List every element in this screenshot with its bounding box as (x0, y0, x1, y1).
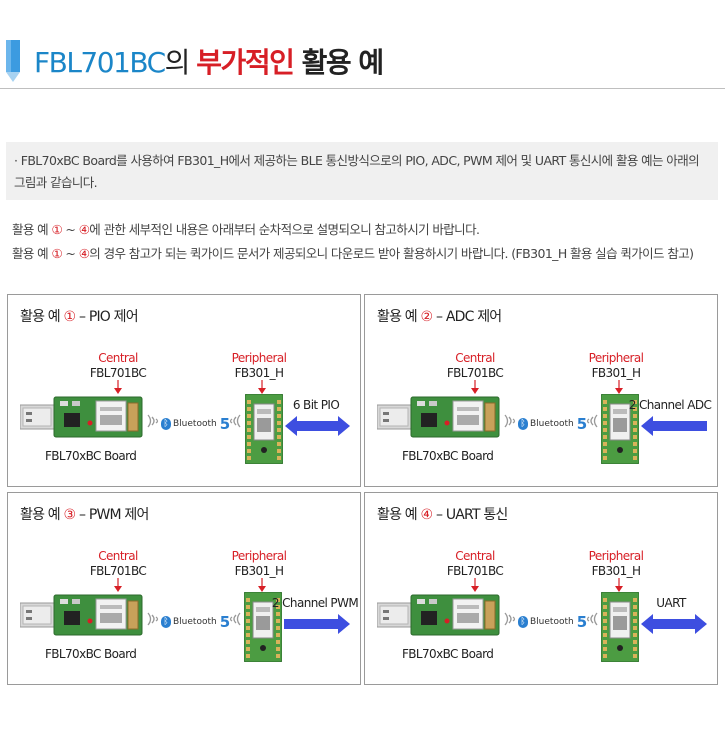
description-line-1: 활용 예 ① ~ ④에 관한 세부적인 내용은 아래부터 순차적으로 설명되오니… (12, 222, 480, 237)
central-model: FBL701BC (89, 564, 147, 578)
peripheral-model: FB301_H (591, 366, 641, 380)
description-line-2: 활용 예 ① ~ ④의 경우 참고가 되는 퀵가이드 문서가 제공되오니 다운로… (12, 246, 694, 261)
fbl70xbc-board-image (377, 396, 500, 438)
bluetooth-text: Bluetooth (530, 616, 574, 627)
peripheral-model: FB301_H (591, 564, 641, 578)
fb301-h-module-image (601, 394, 639, 464)
interface-label: 2 Channel PWM (271, 596, 359, 610)
board-label: FBL70xBC Board (45, 449, 137, 463)
title-particle: 의 (164, 46, 197, 79)
wireless-waves (504, 414, 598, 428)
central-label: Central (455, 351, 495, 365)
board-label: FBL70xBC Board (402, 449, 494, 463)
fbl70xbc-board-image (377, 594, 500, 636)
central-model: FBL701BC (446, 564, 504, 578)
peripheral-label: Peripheral (588, 351, 644, 365)
bluetooth-text: Bluetooth (173, 418, 217, 429)
panel-title: 활용 예 ④ – UART 통신 (377, 507, 508, 523)
pointer-arrow-icon (471, 380, 479, 394)
double-arrow-icon (285, 416, 350, 436)
double-arrow-icon (641, 614, 707, 634)
panel-title: 활용 예 ③ – PWM 제어 (20, 507, 149, 523)
central-model: FBL701BC (89, 366, 147, 380)
note-text: · FBL70xBC Board를 사용하여 FB301_H에서 제공하는 BL… (14, 153, 700, 190)
wireless-waves (504, 612, 598, 626)
pointer-arrow-icon (615, 380, 623, 394)
bluetooth-icon: ᛒ (161, 417, 171, 430)
page-title: FBL701BC의 부가적인 활용 예 (34, 41, 385, 81)
arrow-right-icon (284, 614, 350, 634)
peripheral-label: Peripheral (231, 549, 287, 563)
peripheral-label: Peripheral (231, 351, 287, 365)
bluetooth-version: 5 (576, 612, 588, 631)
bluetooth-version: 5 (576, 414, 588, 433)
bluetooth-version: 5 (219, 414, 231, 433)
wireless-waves (147, 612, 241, 626)
title-highlight: 부가적인 (196, 46, 295, 79)
interface-label: UART (656, 596, 686, 610)
header-divider (0, 88, 725, 89)
pointer-arrow-icon (258, 578, 266, 592)
fbl70xbc-board-image (20, 594, 143, 636)
peripheral-model: FB301_H (234, 564, 284, 578)
pencil-icon (6, 40, 20, 82)
fb301-h-module-image (601, 592, 639, 662)
pointer-arrow-icon (615, 578, 623, 592)
board-label: FBL70xBC Board (402, 647, 494, 661)
pointer-arrow-icon (114, 578, 122, 592)
fb301-h-module-image (245, 394, 283, 464)
panel-title: 활용 예 ① – PIO 제어 (20, 309, 139, 325)
pointer-arrow-icon (114, 380, 122, 394)
wireless-waves (147, 414, 241, 428)
title-rest: 활용 예 (293, 46, 385, 79)
bluetooth-icon: ᛒ (518, 417, 528, 430)
interface-label: 2 Channel ADC (628, 398, 712, 412)
interface-label: 6 Bit PIO (292, 398, 340, 412)
title-model: FBL701BC (34, 46, 166, 79)
peripheral-model: FB301_H (234, 366, 284, 380)
bluetooth-icon: ᛒ (161, 615, 171, 628)
bluetooth-icon: ᛒ (518, 615, 528, 628)
panel-title: 활용 예 ② – ADC 제어 (377, 309, 502, 325)
pointer-arrow-icon (471, 578, 479, 592)
central-model: FBL701BC (446, 366, 504, 380)
fbl70xbc-board-image (20, 396, 143, 438)
board-label: FBL70xBC Board (45, 647, 137, 661)
central-label: Central (98, 351, 138, 365)
arrow-left-icon (641, 416, 707, 436)
page-header: FBL701BC의 부가적인 활용 예 (0, 0, 725, 88)
note-box: · FBL70xBC Board를 사용하여 FB301_H에서 제공하는 BL… (6, 142, 718, 200)
pointer-arrow-icon (258, 380, 266, 394)
peripheral-label: Peripheral (588, 549, 644, 563)
central-label: Central (455, 549, 495, 563)
bluetooth-text: Bluetooth (530, 418, 574, 429)
bluetooth-version: 5 (219, 612, 231, 631)
fb301-h-module-image (244, 592, 282, 662)
central-label: Central (98, 549, 138, 563)
bluetooth-text: Bluetooth (173, 616, 217, 627)
